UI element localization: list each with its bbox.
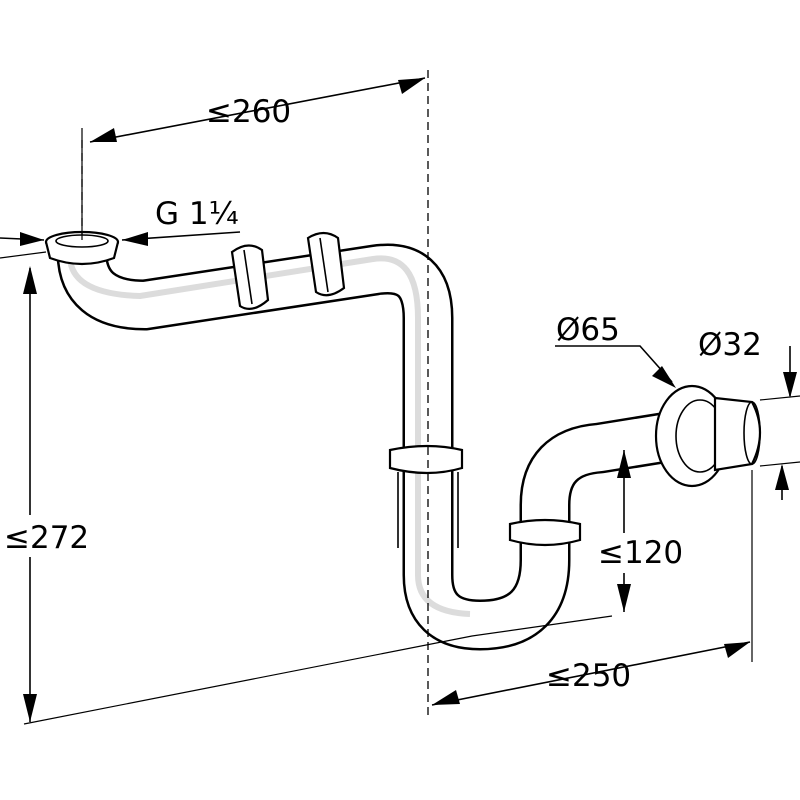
- label-outlet-height: ≤120: [598, 535, 683, 571]
- dim-outlet-height: ≤120: [594, 450, 690, 612]
- slip-nut-upper-left: [230, 244, 270, 311]
- slip-nut-bend: [508, 518, 582, 547]
- label-outlet-diameter: Ø32: [698, 327, 762, 363]
- label-horizontal-offset: ≤260: [206, 94, 291, 130]
- pipe-highlight: [67, 255, 471, 617]
- wall-flange: [654, 384, 762, 488]
- label-height: ≤272: [4, 520, 89, 556]
- dim-flange-diameter: Ø65: [555, 312, 676, 388]
- label-thread: G 1¼: [155, 196, 239, 232]
- label-flange-diameter: Ø65: [556, 312, 620, 348]
- label-depth: ≤250: [546, 658, 631, 694]
- dim-height: ≤272: [0, 251, 613, 725]
- pipe-body: [59, 246, 716, 648]
- slip-nut-upper-right: [306, 231, 346, 297]
- dim-outlet-diameter: Ø32: [698, 327, 800, 500]
- dim-horizontal-offset: ≤260: [81, 70, 429, 718]
- slip-nut-vertical: [388, 444, 464, 548]
- dim-thread: G 1¼: [0, 196, 241, 246]
- dim-depth: ≤250: [431, 470, 753, 706]
- siphon-pipe: [56, 243, 717, 651]
